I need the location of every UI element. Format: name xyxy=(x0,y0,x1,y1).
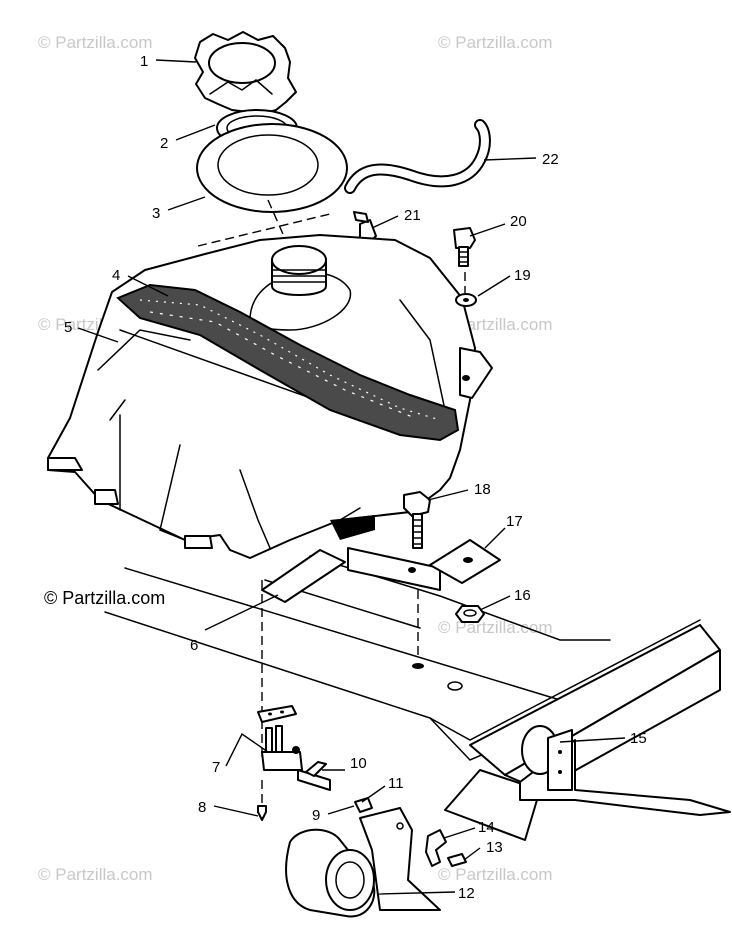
callout-numbers: 1 2 3 4 5 6 7 8 9 10 11 12 13 14 15 16 1… xyxy=(64,53,647,902)
callout-19: 19 xyxy=(514,267,531,284)
vent-hose xyxy=(344,119,491,194)
watermark-top-right: © Partzilla.com xyxy=(438,33,553,52)
wheel xyxy=(285,828,376,918)
fuel-valve-assembly xyxy=(257,705,373,821)
callout-12: 12 xyxy=(458,885,475,902)
gas-cap xyxy=(194,31,297,115)
callout-11: 11 xyxy=(388,775,404,792)
callout-9: 9 xyxy=(312,807,320,824)
screw-13 xyxy=(447,853,467,867)
watermark-low-right: © Partzilla.com xyxy=(438,618,553,637)
callout-1: 1 xyxy=(140,53,148,70)
callout-leaders xyxy=(77,59,626,895)
callout-3: 3 xyxy=(152,205,160,222)
callout-18: 18 xyxy=(474,481,491,498)
callout-14: 14 xyxy=(478,819,495,836)
seal-ring xyxy=(196,123,348,213)
bolt-20 xyxy=(453,227,476,267)
watermark-top-left: © Partzilla.com xyxy=(38,33,153,52)
washer-19 xyxy=(455,293,477,307)
callout-2: 2 xyxy=(160,135,168,152)
callout-17: 17 xyxy=(506,513,523,530)
nut-16 xyxy=(455,605,485,623)
tank-pad xyxy=(116,283,460,442)
callout-16: 16 xyxy=(514,587,531,604)
valve-lever xyxy=(425,829,447,867)
filler-neck xyxy=(271,245,327,296)
callout-21: 21 xyxy=(404,207,421,224)
callout-13: 13 xyxy=(486,839,503,856)
callout-4: 4 xyxy=(112,267,120,284)
watermark-bottom-right: © Partzilla.com xyxy=(438,865,553,884)
frame-holes xyxy=(412,663,463,691)
valve-bracket xyxy=(359,807,441,911)
watermark-bottom-left: © Partzilla.com xyxy=(38,865,153,884)
grommet-15 xyxy=(521,725,573,791)
callout-7: 7 xyxy=(212,759,220,776)
callout-10: 10 xyxy=(350,755,367,772)
callout-22: 22 xyxy=(542,151,559,168)
bolt-18 xyxy=(403,491,431,549)
callout-5: 5 xyxy=(64,319,72,336)
callout-6: 6 xyxy=(190,637,198,654)
copyright-label: © Partzilla.com xyxy=(44,588,165,608)
callout-15: 15 xyxy=(630,730,647,747)
tank-bracket xyxy=(347,539,501,591)
callout-20: 20 xyxy=(510,213,527,230)
mounting-strap xyxy=(261,515,375,603)
callout-8: 8 xyxy=(198,799,206,816)
